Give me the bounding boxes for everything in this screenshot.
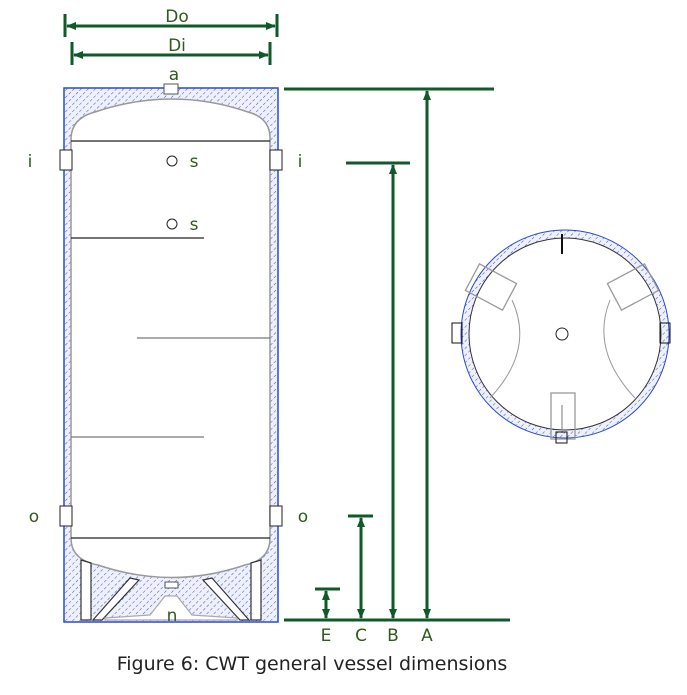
nozzle-n	[164, 581, 179, 589]
height-dimensions	[284, 87, 510, 622]
figure-caption: Figure 6: CWT general vessel dimensions	[117, 653, 508, 675]
sensor-port	[166, 155, 178, 167]
support-legs	[80, 559, 262, 621]
nozzle-i-left	[59, 149, 73, 171]
label-a: a	[169, 65, 179, 85]
label-di: Di	[168, 36, 186, 56]
label-do: Do	[165, 7, 189, 27]
label-s1: s	[190, 152, 199, 172]
label-o-left: o	[29, 507, 39, 527]
label-n: n	[167, 606, 178, 626]
nozzle-o-right	[269, 505, 283, 527]
label-i-right: i	[298, 152, 303, 172]
top-view	[451, 229, 671, 444]
dimension-di	[70, 42, 272, 65]
nozzle-o-left	[59, 505, 73, 527]
dimension-do	[63, 14, 279, 37]
label-o-right: o	[298, 507, 308, 527]
label-e: E	[321, 626, 332, 646]
label-c: C	[355, 626, 367, 646]
nozzle-i-right	[269, 149, 283, 171]
sensor-port	[166, 218, 178, 230]
label-a-dim: A	[421, 626, 433, 646]
label-b: B	[387, 626, 399, 646]
nozzle-a	[163, 83, 179, 95]
label-s2: s	[190, 215, 199, 235]
label-i-left: i	[28, 152, 33, 172]
